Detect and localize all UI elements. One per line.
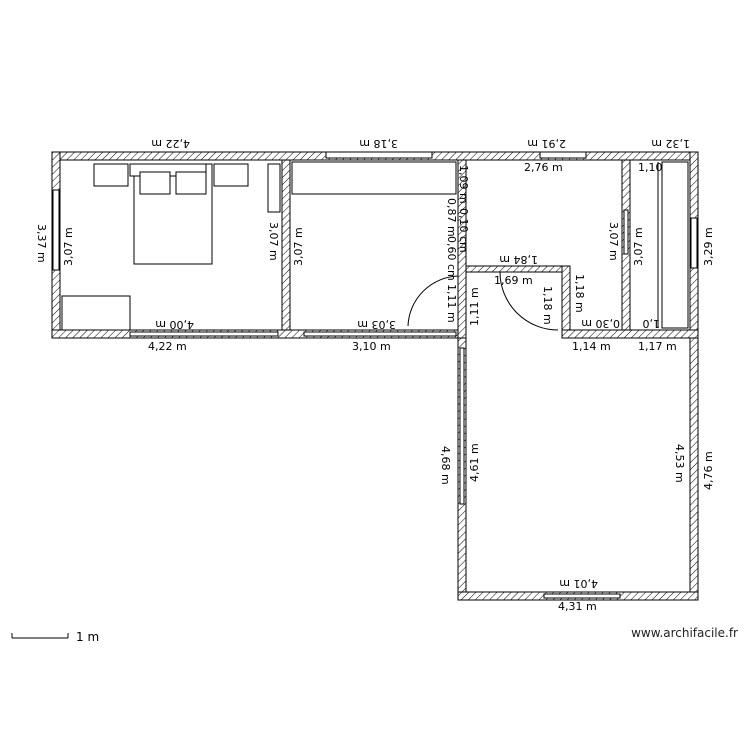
dim-room3-left-a: 1,09 m xyxy=(457,165,470,204)
cabinet-room2 xyxy=(291,161,457,195)
wall-hall-right xyxy=(561,265,571,339)
dim-room3-left-d: 0,60 cm xyxy=(445,236,458,281)
door-hall xyxy=(407,275,459,327)
dim-room3-left-c: 0,87 m xyxy=(445,198,458,237)
window-bottom-room2 xyxy=(303,331,457,337)
dim-room3-left-b: 0,10 cm xyxy=(457,208,470,253)
window-big-left xyxy=(459,347,465,505)
nightstand-left xyxy=(93,163,129,187)
dim-room3-top: 2,91 m xyxy=(527,137,566,150)
window-top-room3 xyxy=(539,151,587,159)
dim-room4-top-inner: 1,10 xyxy=(638,161,663,174)
dim-hall-top-inner: 1,69 m xyxy=(494,274,533,287)
window-big-bottom xyxy=(543,593,621,599)
dim-room1-top: 4,22 m xyxy=(151,137,190,150)
dim-room4-top: 1,32 m xyxy=(651,137,690,150)
dim-big-bottom-inner: 4,01 m xyxy=(559,577,598,590)
dim-room2-top: 3,18 m xyxy=(359,137,398,150)
dim-room2-bottom-outer: 3,10 m xyxy=(352,340,391,353)
dim-hall-right: 1,18 m xyxy=(541,286,554,325)
dim-big-right-outer: 4,76 m xyxy=(702,451,715,490)
scale-label: 1 m xyxy=(76,630,100,644)
dim-room1-bottom-outer: 4,22 m xyxy=(148,340,187,353)
dim-big-left-outer: 4,68 m xyxy=(439,446,452,485)
wall-partition-1-2 xyxy=(281,159,291,331)
dim-hall-left-a: 1,11 m xyxy=(445,284,458,323)
desk-room1 xyxy=(61,295,131,331)
wall-bottom-right xyxy=(561,329,699,339)
dim-room3-right-inner: 3,07 m xyxy=(607,222,620,261)
window-right-small xyxy=(623,209,629,255)
dim-room2-bottom-inner: 3,03 m xyxy=(357,318,396,331)
dim-room2-left-inner: 3,07 m xyxy=(292,227,305,266)
window-right-room4 xyxy=(690,217,698,269)
dim-room1-bottom-inner: 4,00 m xyxy=(155,318,194,331)
window-bottom-room1 xyxy=(129,331,279,337)
wardrobe-room1 xyxy=(267,163,281,213)
dim-big-bottom-outer: 4,31 m xyxy=(558,600,597,613)
dim-room4-left: 3,07 m xyxy=(632,227,645,266)
dim-hall-top: 1,84 m xyxy=(499,253,538,266)
wardrobe-room4 xyxy=(661,161,689,329)
dim-hall-left-b: 1,11 m xyxy=(468,287,481,326)
credit-link[interactable]: www.archifacile.fr xyxy=(631,626,738,640)
dim-big-left-inner: 4,61 m xyxy=(468,443,481,482)
dim-room1-left-outer: 3,37 m xyxy=(35,224,48,263)
nightstand-right xyxy=(213,163,249,187)
dim-big-right-inner: 4,53 m xyxy=(673,444,686,483)
dim-wc-bottom-b: 1,14 m xyxy=(572,340,611,353)
bed xyxy=(129,163,213,265)
dim-room4-bottom-a: 1,0 xyxy=(643,317,661,330)
scale-bar xyxy=(11,633,69,639)
dim-room4-bottom-b: 1,17 m xyxy=(638,340,677,353)
window-top-room2 xyxy=(325,151,433,159)
dim-room4-right: 3,29 m xyxy=(702,227,715,266)
door-wc xyxy=(499,271,560,331)
dim-room3-top-inner: 2,76 m xyxy=(524,161,563,174)
dim-room1-right-inner: 3,07 m xyxy=(267,222,280,261)
dim-wc-bottom-a: 0,30 m xyxy=(581,317,620,330)
dim-room1-left-inner: 3,07 m xyxy=(62,227,75,266)
dim-hall-right-b: 1,18 m xyxy=(573,274,586,313)
window-left-room1 xyxy=(52,189,60,271)
